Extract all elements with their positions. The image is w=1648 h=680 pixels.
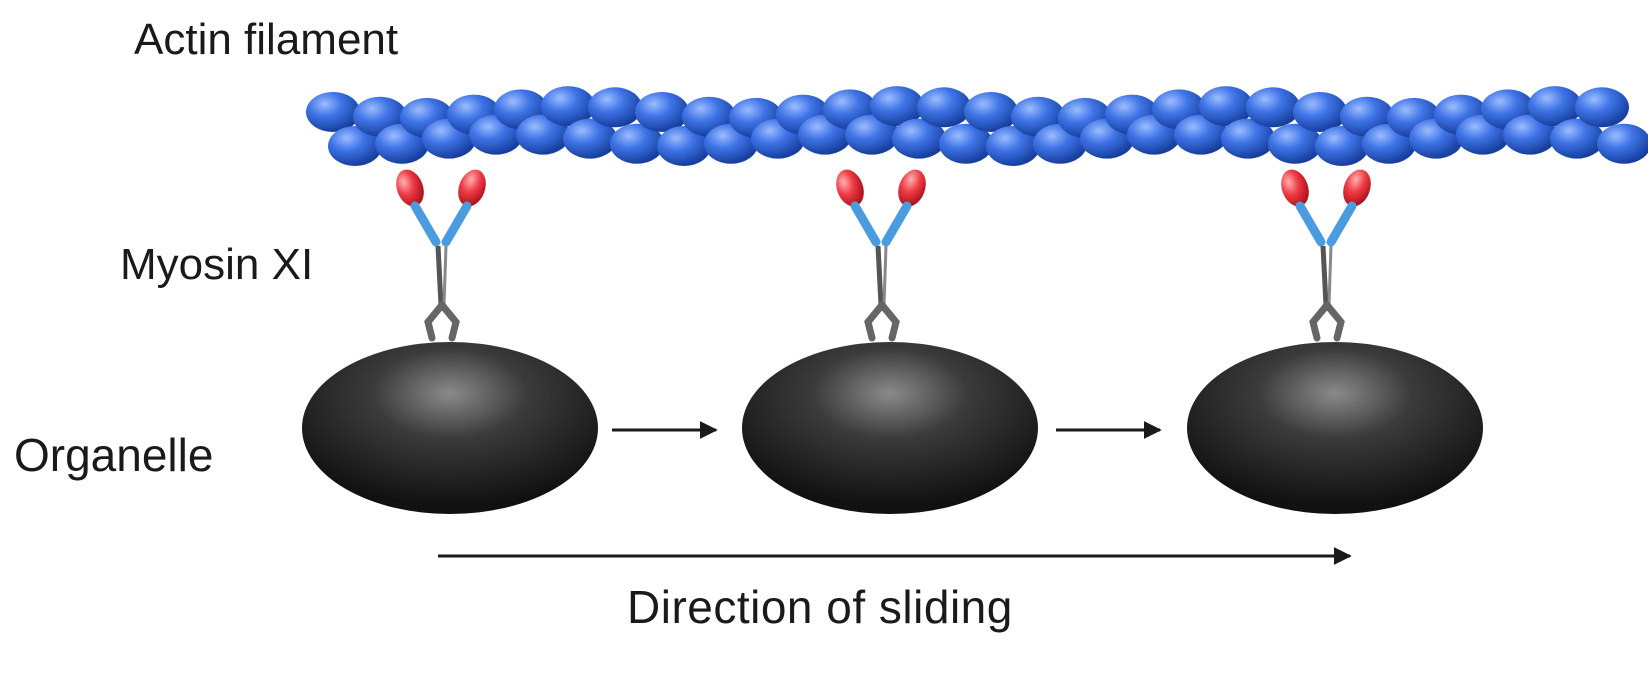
myosin-neck [881,201,912,247]
actin-subunit [1315,126,1369,166]
myosin-neck [850,201,881,247]
actin-subunit [563,118,617,159]
myosin-head [898,169,926,207]
actin-subunit [1575,87,1629,128]
myosin-tail [1327,245,1333,306]
actin-subunit [306,92,360,132]
myosin-motor [1281,169,1371,342]
myosin-neck [1326,201,1357,247]
actin-subunit [1268,123,1322,164]
myosin-head [1343,169,1371,207]
myosin-head [1281,169,1309,207]
actin-subunit [516,114,570,155]
myosin-neck [441,201,472,247]
myosin-tail [442,245,448,306]
actin-subunit [986,126,1040,166]
actin-subunit [939,123,993,164]
actin-subunit [541,86,595,127]
myosin-motor [836,169,926,342]
actin-filament [306,86,1648,166]
organelle [1187,342,1483,514]
myosin-motors [396,169,1371,342]
actin-subunit [892,118,946,159]
actin-subunit [1199,86,1253,127]
actin-subunit [328,126,382,166]
myosin-tail [882,245,888,306]
actin-subunit [964,92,1018,132]
actin-subunit [1293,92,1347,132]
actin-subunit [845,114,899,155]
myosin-tail [875,245,884,306]
actin-filament-label: Actin filament [134,15,399,64]
actin-subunit [610,123,664,164]
myosin-label: Myosin XI [120,240,314,289]
direction-label: Direction of sliding [627,581,1013,633]
actin-subunit [1174,114,1228,155]
myosin-motor [396,169,486,342]
actin-subunit [1597,123,1648,164]
actin-subunit [1528,86,1582,127]
myosin-cargo-domain [864,301,900,342]
organelle-label: Organelle [14,429,214,481]
actin-subunit [588,87,642,128]
myosin-neck [410,201,441,247]
actin-subunit [1221,118,1275,159]
myosin-neck [1295,201,1326,247]
actin-subunit [870,86,924,127]
actin-subunit [917,87,971,128]
organelle [742,342,1038,514]
myosin-cargo-domain [1309,301,1345,342]
actin-subunit [1550,118,1604,159]
myosin-head [396,169,424,207]
arrows [438,421,1352,565]
actin-subunit [635,92,689,132]
myosin-head [836,169,864,207]
organelles [302,342,1483,514]
actin-subunit [1246,87,1300,128]
actin-subunit [1503,114,1557,155]
myosin-tail [435,245,444,306]
organelle [302,342,598,514]
actin-subunit [657,126,711,166]
myosin-head [458,169,486,207]
myosin-cargo-domain [424,301,460,342]
myosin-tail [1320,245,1329,306]
